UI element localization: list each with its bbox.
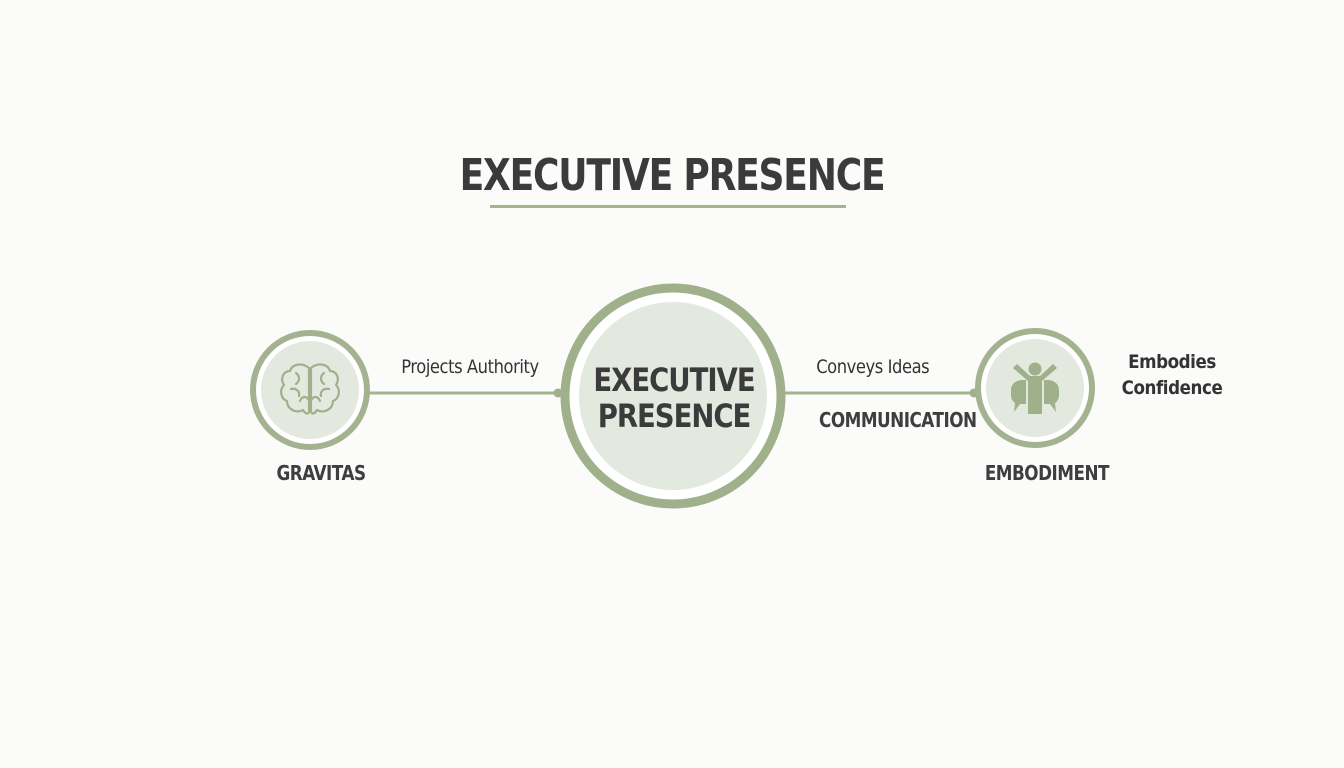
center-label-line2: PRESENCE [597, 397, 752, 435]
person-speech-icon [1011, 362, 1059, 414]
brain-icon [280, 363, 340, 415]
communication-label: COMMUNICATION [819, 408, 977, 432]
page-title: EXECUTIVE PRESENCE [459, 150, 886, 201]
projects-authority-label: Projects Authority [401, 356, 539, 378]
title-underline [490, 205, 846, 208]
center-label: EXECUTIVE PRESENCE [588, 362, 760, 434]
embodiment-label: EMBODIMENT [984, 461, 1110, 485]
embodies-confidence-label: Embodies Confidence [1117, 349, 1226, 401]
embodies-line2: Confidence [1121, 377, 1223, 399]
center-label-line1: EXECUTIVE [593, 361, 755, 399]
center-node [560, 283, 786, 509]
gravitas-label: GRAVITAS [276, 461, 366, 485]
connector-left-dot [553, 388, 563, 398]
embodies-line1: Embodies [1128, 351, 1216, 373]
conveys-ideas-label: Conveys Ideas [816, 356, 930, 378]
